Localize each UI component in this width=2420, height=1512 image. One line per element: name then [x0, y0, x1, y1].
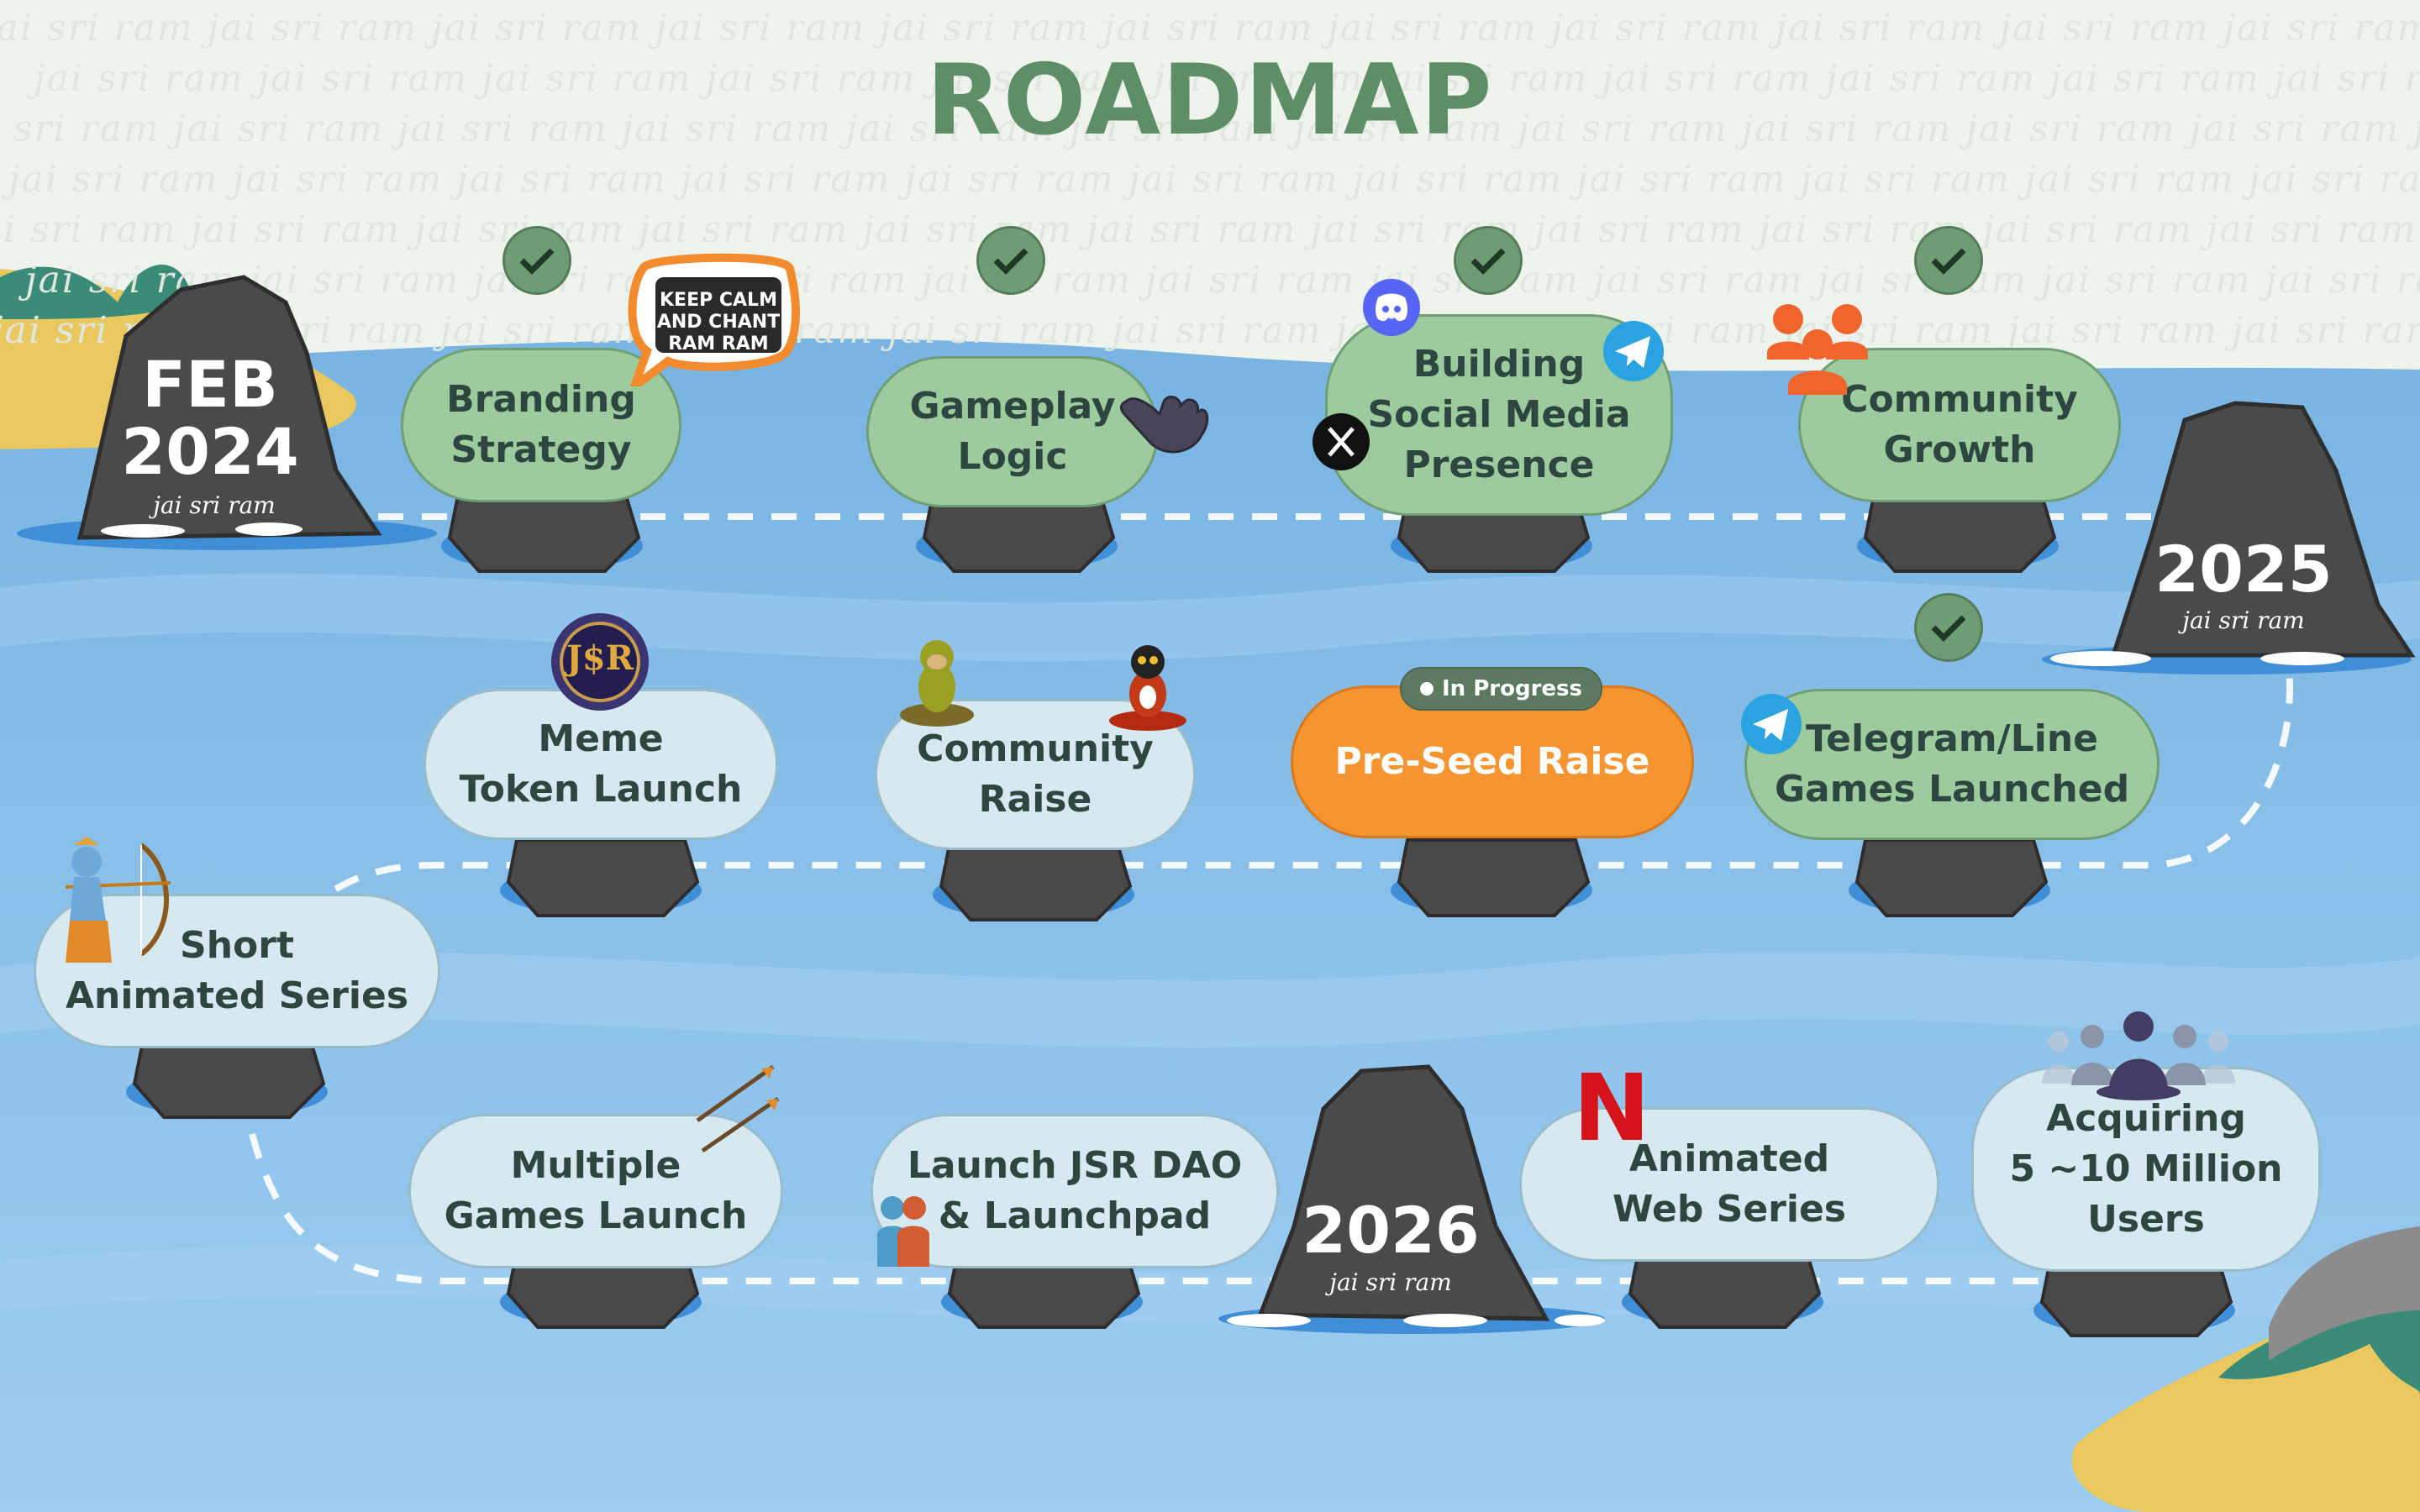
milestone-gameplay-logic: Gameplay Logic: [866, 356, 1159, 507]
stone-icon: [933, 843, 1134, 921]
check-icon: [976, 226, 1045, 295]
netflix-logo-icon: N: [1573, 1054, 1651, 1162]
rock-2025-shape: [2042, 401, 2416, 675]
meditating-people-icon: [2042, 1011, 2235, 1100]
stone-icon: [1622, 1250, 1823, 1329]
stone-icon: [916, 494, 1118, 573]
milestone-pre-seed-raise: Pre-Seed Raise: [1291, 685, 1694, 838]
meditating-lemur-icon: [1109, 645, 1186, 731]
in-progress-badge: In Progress: [1400, 667, 1602, 711]
rock-feb-2024-shape: [17, 275, 437, 550]
in-progress-label: In Progress: [1442, 676, 1582, 701]
stone-icon: [441, 494, 643, 573]
stone-icon: [500, 838, 702, 917]
speech-bubble-text: KEEP CALM AND CHANT RAM RAM: [656, 290, 781, 354]
community-group-icon: [1767, 304, 1868, 395]
telegram-icon: [1741, 694, 1802, 754]
stone-icon: [1857, 494, 2059, 573]
rock-2026-sub: jai sri ram: [1329, 1268, 1452, 1296]
hand-pointer-icon: [1119, 396, 1209, 454]
milestone-jsr-dao-launchpad: Launch JSR DAO & Launchpad: [871, 1114, 1279, 1268]
rock-2026-label: 2026: [1302, 1193, 1480, 1268]
telegram-icon: [1603, 321, 1664, 381]
stone-icon: [941, 1250, 1143, 1329]
stone-icon: [126, 1040, 328, 1119]
check-icon: [1914, 593, 1983, 662]
stone-icon: [500, 1250, 702, 1329]
check-icon: [1454, 226, 1523, 295]
check-icon: [502, 226, 571, 295]
milestone-community-growth: Community Growth: [1798, 348, 2121, 502]
milestone-telegram-line-games: Telegram/Line Games Launched: [1744, 689, 2160, 840]
hug-people-icon: [877, 1196, 929, 1267]
rock-2025-sub: jai sri ram: [2182, 606, 2305, 634]
stone-icon: [1391, 838, 1592, 917]
page-title: ROADMAP: [926, 44, 1494, 157]
x-twitter-icon: [1313, 413, 1370, 470]
jsr-token-coin-icon: [551, 613, 649, 711]
archer-rama-icon: [65, 837, 171, 963]
status-dot-icon: [1420, 682, 1434, 696]
check-icon: [1914, 226, 1983, 295]
rock-feb-2024-sub: jai sri ram: [153, 491, 276, 519]
meditating-monkey-icon: [900, 640, 974, 727]
rock-2025-label: 2025: [2154, 532, 2333, 606]
jsr-token-logo-text: J$R: [566, 638, 634, 678]
discord-icon: [1363, 279, 1420, 336]
speech-bubble-icon: [628, 253, 800, 386]
milestone-meme-token-launch: Meme Token Launch: [424, 689, 778, 840]
stone-icon: [1849, 838, 2050, 917]
milestone-animated-web-series: Animated Web Series: [1519, 1107, 1939, 1262]
arrows-icon: [696, 1064, 780, 1153]
rock-feb-2024-label: FEB 2024: [121, 347, 299, 489]
milestone-acquiring-users: Acquiring 5 ~10 Million Users: [1971, 1067, 2321, 1272]
